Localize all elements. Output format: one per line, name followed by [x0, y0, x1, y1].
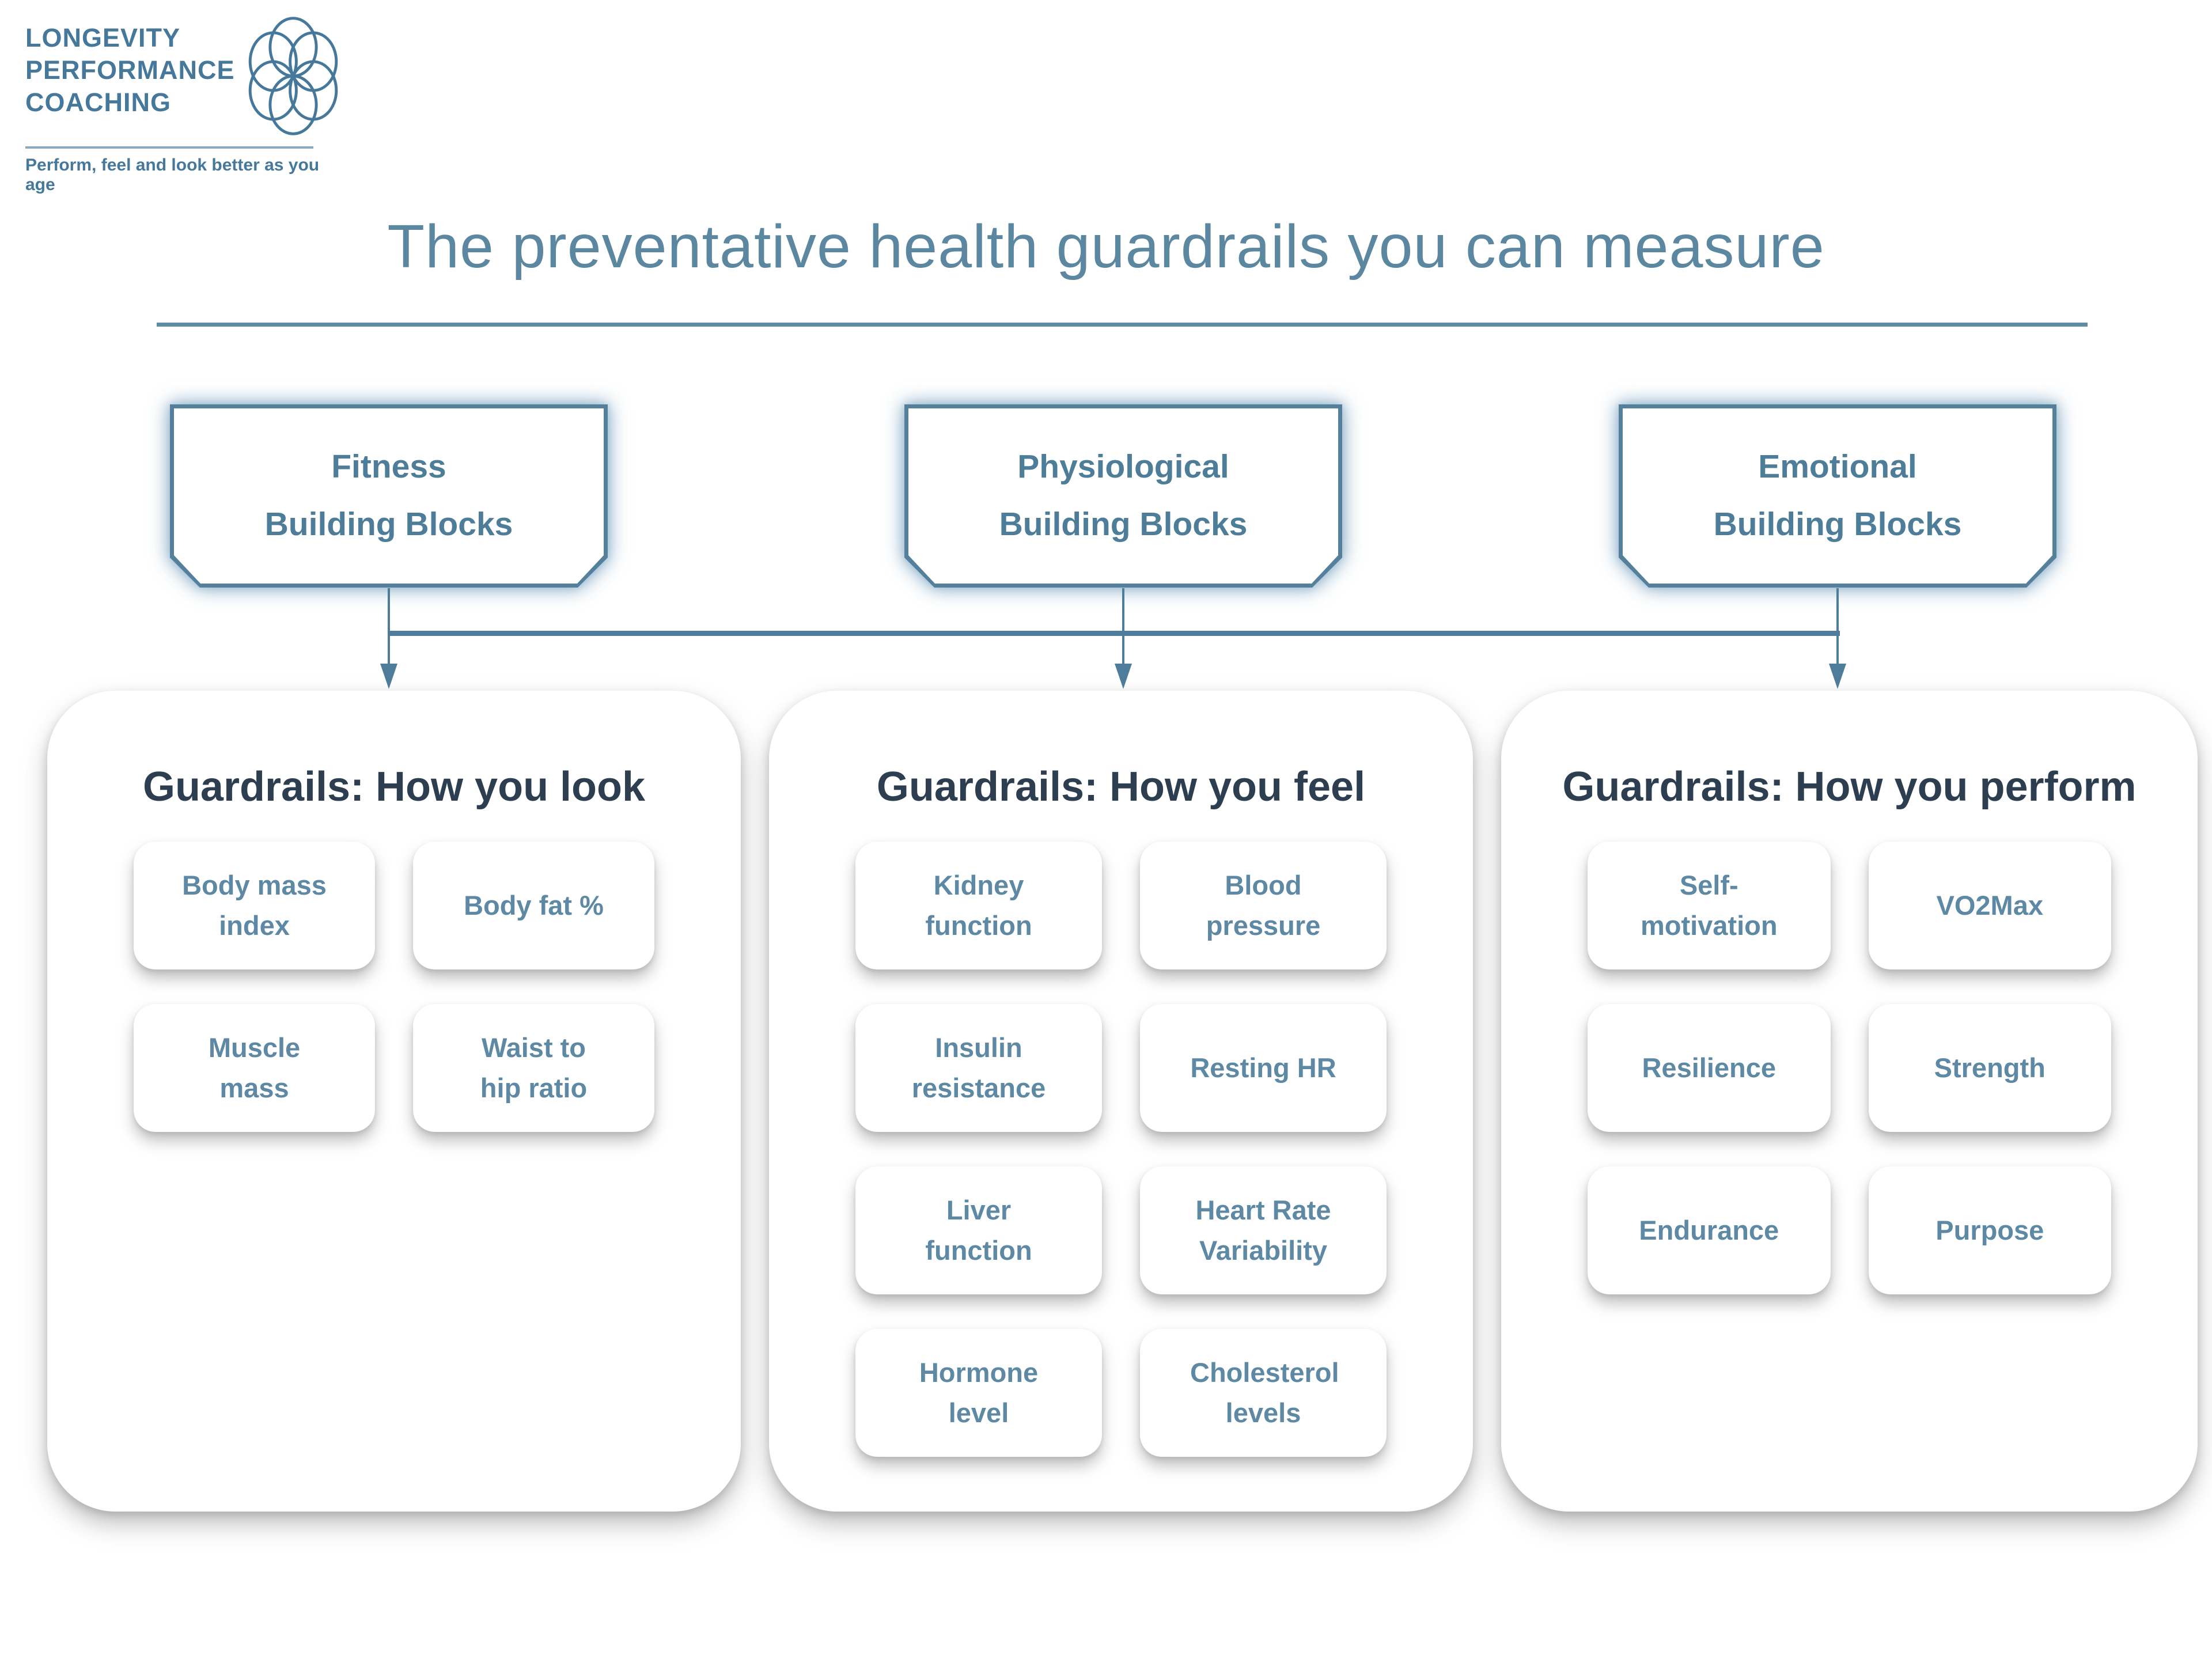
building-block-fitness-line2: Building Blocks	[264, 506, 513, 543]
chip-insulin-resistance-label: Insulin resistance	[911, 1032, 1046, 1104]
guardrails-panel-perform-heading: Guardrails: How you perform	[1562, 764, 2137, 810]
chip-liver-function: Liver function	[855, 1166, 1102, 1294]
chip-endurance: Endurance	[1588, 1166, 1831, 1294]
chip-muscle-mass: Muscle mass	[134, 1004, 375, 1132]
chip-resilience-label: Resilience	[1642, 1052, 1777, 1083]
guardrails-panel-perform-chips: Self-motivation VO2Max Resilience Streng…	[1501, 810, 2198, 1294]
flower-of-life-icon	[248, 17, 338, 135]
building-block-fitness-line1: Fitness	[331, 448, 446, 486]
guardrails-panel-perform: Guardrails: How you perform Self-motivat…	[1501, 691, 2198, 1512]
chip-muscle-mass-label: Muscle mass	[208, 1032, 301, 1104]
guardrails-panel-look: Guardrails: How you look Body mass index…	[47, 691, 741, 1512]
connector-stub-top-left	[388, 588, 390, 632]
connector-stub-bottom-left	[388, 636, 390, 666]
chip-liver-function-label: Liver function	[925, 1194, 1032, 1266]
chip-cholesterol-levels-label: Cholesterol levels	[1190, 1357, 1339, 1429]
building-block-fitness-border: Fitness Building Blocks	[170, 404, 608, 588]
chip-endurance-label: Endurance	[1639, 1214, 1779, 1245]
building-block-emotional-line1: Emotional	[1758, 448, 1917, 486]
logo-brand-line-1: LONGEVITY	[25, 23, 181, 52]
logo-brand-line-2: PERFORMANCE	[25, 55, 235, 85]
arrow-down-icon-left	[380, 664, 397, 689]
chip-hormone-level-label: Hormone level	[919, 1357, 1039, 1429]
chip-resting-hr-label: Resting HR	[1190, 1052, 1336, 1083]
building-block-physiological-line1: Physiological	[1017, 448, 1229, 486]
chip-hormone-level: Hormone level	[855, 1329, 1102, 1457]
logo: LONGEVITY PERFORMANCE COACHING Perform, …	[25, 17, 348, 195]
chip-insulin-resistance: Insulin resistance	[855, 1004, 1102, 1132]
connector-stub-bottom-right	[1836, 636, 1839, 666]
chip-waist-to-hip-ratio: Waist to hip ratio	[413, 1004, 654, 1132]
building-block-fitness-body: Fitness Building Blocks	[174, 408, 604, 584]
page-title: The preventative health guardrails you c…	[387, 213, 1825, 281]
chip-vo2max: VO2Max	[1868, 842, 2111, 969]
chip-body-fat-percent: Body fat %	[413, 842, 654, 969]
guardrails-panel-look-heading: Guardrails: How you look	[142, 764, 646, 810]
connector-horizontal-rail	[388, 631, 1840, 636]
building-block-emotional-line2: Building Blocks	[1713, 506, 1962, 543]
guardrails-panel-look-chips: Body mass index Body fat % Muscle mass W…	[47, 810, 741, 1132]
guardrails-panel-feel: Guardrails: How you feel Kidney function…	[769, 691, 1473, 1512]
chip-kidney-function: Kidney function	[855, 842, 1102, 969]
building-block-fitness: Fitness Building Blocks	[170, 404, 608, 588]
chip-body-mass-index-label: Body mass index	[182, 869, 327, 941]
chip-blood-pressure-label: Blood pressure	[1206, 869, 1321, 941]
arrow-down-icon-right	[1829, 664, 1846, 689]
chip-self-motivation: Self-motivation	[1588, 842, 1831, 969]
guardrails-panel-feel-chips: Kidney function Blood pressure Insulin r…	[769, 810, 1473, 1457]
chip-waist-to-hip-ratio-label: Waist to hip ratio	[480, 1032, 588, 1104]
chip-body-mass-index: Body mass index	[134, 842, 375, 969]
chip-vo2max-label: VO2Max	[1936, 889, 2043, 921]
logo-brand-line-3: COACHING	[25, 87, 171, 117]
chip-cholesterol-levels: Cholesterol levels	[1140, 1329, 1387, 1457]
chip-heart-rate-variability: Heart Rate Variability	[1140, 1166, 1387, 1294]
building-block-physiological-body: Physiological Building Blocks	[908, 408, 1338, 584]
chip-purpose-label: Purpose	[1936, 1214, 2044, 1245]
chip-strength: Strength	[1868, 1004, 2111, 1132]
chip-resilience: Resilience	[1588, 1004, 1831, 1132]
chip-self-motivation-label: Self-motivation	[1640, 869, 1778, 941]
connector-stub-top-right	[1836, 588, 1839, 632]
chip-blood-pressure: Blood pressure	[1140, 842, 1387, 969]
logo-tagline: Perform, feel and look better as you age	[25, 156, 320, 194]
building-block-fitness-label: Fitness Building Blocks	[265, 438, 513, 554]
building-block-emotional: Emotional Building Blocks	[1619, 404, 2056, 588]
logo-divider	[25, 146, 313, 149]
connector-stub-top-middle	[1122, 588, 1124, 632]
building-block-physiological-label: Physiological Building Blocks	[999, 438, 1248, 554]
building-block-emotional-label: Emotional Building Blocks	[1714, 438, 1962, 554]
chip-kidney-function-label: Kidney function	[925, 869, 1032, 941]
building-block-emotional-body: Emotional Building Blocks	[1623, 408, 2052, 584]
chip-strength-label: Strength	[1934, 1052, 2046, 1083]
chip-resting-hr: Resting HR	[1140, 1004, 1387, 1132]
building-block-physiological-border: Physiological Building Blocks	[904, 404, 1342, 588]
building-block-emotional-border: Emotional Building Blocks	[1619, 404, 2056, 588]
connector-stub-bottom-middle	[1122, 636, 1124, 666]
logo-top: LONGEVITY PERFORMANCE COACHING	[25, 17, 348, 138]
building-block-physiological-line2: Building Blocks	[999, 506, 1248, 543]
building-block-physiological: Physiological Building Blocks	[904, 404, 1342, 588]
chip-purpose: Purpose	[1868, 1166, 2111, 1294]
logo-wordmark: LONGEVITY PERFORMANCE COACHING	[25, 22, 235, 118]
chip-heart-rate-variability-label: Heart Rate Variability	[1195, 1194, 1331, 1266]
title-underline	[157, 323, 2088, 327]
guardrails-panel-feel-heading: Guardrails: How you feel	[876, 764, 1366, 810]
chip-body-fat-percent-label: Body fat %	[464, 889, 604, 921]
arrow-down-icon-middle	[1115, 664, 1132, 689]
